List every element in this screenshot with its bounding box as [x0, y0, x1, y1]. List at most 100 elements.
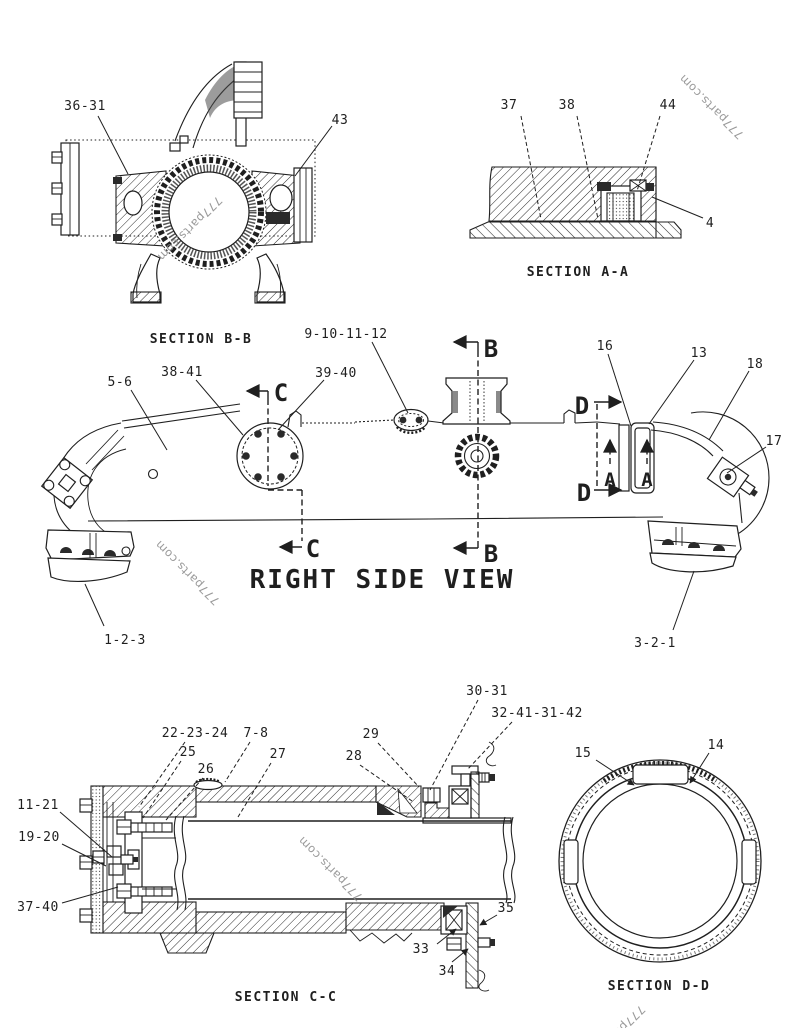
cc-cap-block-bottom [102, 901, 197, 934]
label-34: 34 [439, 964, 456, 979]
leader-38 [576, 115, 599, 220]
bolt-flange [236, 422, 304, 490]
label-33: 33 [413, 942, 430, 957]
dd-inner-ring [572, 773, 748, 949]
link-end-17 [706, 456, 758, 498]
label-5-6: 5-6 [108, 375, 133, 390]
label-35: 35 [498, 901, 515, 916]
label-3-2-1: 3-2-1 [634, 636, 676, 651]
section-bb-caption: SECTION B-B [150, 332, 253, 347]
yoke-legs [130, 253, 286, 304]
cc-top-fitting [448, 741, 497, 819]
cc-cap-block-top [102, 785, 197, 818]
label-22-23-24: 22-23-24 [162, 726, 229, 741]
label-30-31: 30-31 [466, 684, 508, 699]
cc-bottom-fitting [440, 902, 495, 992]
section-cc-caption: SECTION C-C [235, 990, 338, 1005]
dd-slot-top [632, 764, 689, 785]
right-side-view: C C B B D D A A [40, 327, 783, 651]
clevis-block [233, 61, 263, 119]
cut-letter-d-bottom: D [577, 479, 591, 507]
cut-letter-c-bottom: C [306, 535, 320, 563]
section-bb-view: 777parts.com 36-31 43 SECTION B-B [51, 61, 349, 347]
steering-rod-18 [652, 421, 724, 452]
left-foot-bracket [45, 529, 135, 583]
right-foot-bracket [647, 520, 742, 573]
label-28: 28 [346, 749, 363, 764]
leader-43 [294, 125, 333, 177]
label-4: 4 [706, 216, 714, 231]
label-1-2-3: 1-2-3 [104, 633, 146, 648]
cut-letter-b-top: B [484, 335, 498, 363]
label-25: 25 [180, 745, 197, 760]
watermark: 777parts.com [152, 538, 223, 609]
cut-line-a: A A [603, 438, 654, 491]
label-15: 15 [575, 746, 592, 761]
label-29: 29 [363, 727, 380, 742]
dd-slot-right [741, 839, 757, 885]
label-16: 16 [597, 339, 614, 354]
dd-outer-ring [558, 759, 762, 963]
leader-15 [595, 759, 635, 786]
left-cap-bolts [51, 151, 63, 226]
knuckle-hub [151, 154, 267, 270]
cut-line-d: D D [575, 392, 623, 507]
label-37-40: 37-40 [17, 900, 59, 915]
cut-line-b: B B [452, 335, 498, 568]
leader-36-31 [97, 115, 129, 175]
label-37: 37 [501, 98, 518, 113]
label-44: 44 [660, 98, 677, 113]
aa-base-plate [469, 221, 682, 239]
steering-arm [169, 61, 263, 152]
watermark: 777parts.com [295, 834, 366, 905]
label-39-40: 39-40 [315, 366, 357, 381]
dd-slot-left [563, 839, 579, 885]
cc-leaders [59, 699, 513, 963]
cut-letter-a-right: A [641, 469, 653, 491]
clamp-part [393, 408, 429, 435]
phantom-tube-outline [65, 139, 316, 237]
label-13: 13 [691, 346, 708, 361]
section-cc-view: 22-23-24 7-8 25 26 27 28 29 30-31 32-41-… [17, 684, 583, 1005]
dd-bore [582, 783, 738, 939]
label-7-8: 7-8 [244, 726, 269, 741]
right-side-view-title: RIGHT SIDE VIEW [250, 565, 515, 595]
cc-mount-bolts [79, 798, 93, 923]
trunnion-beam [87, 403, 664, 522]
cc-retainer-30-31 [422, 787, 441, 803]
label-32-41-31-42: 32-41-31-42 [491, 706, 583, 721]
label-17: 17 [766, 434, 783, 449]
label-18: 18 [747, 357, 764, 372]
watermark: 777parts.com [676, 72, 747, 143]
section-dd-view: 15 14 SECTION D-D 777parts.com [558, 738, 762, 1028]
label-43: 43 [332, 113, 349, 128]
cc-bottom-lug [159, 932, 215, 954]
label-38-41: 38-41 [161, 365, 203, 380]
watermark: 777parts.com [578, 1003, 649, 1028]
center-bracket [442, 377, 511, 425]
leader-37 [520, 115, 542, 220]
toothed-hub [454, 433, 500, 479]
cc-barrel-bottom [195, 911, 347, 934]
cut-letter-c-top: C [274, 379, 288, 407]
label-14: 14 [708, 738, 725, 753]
cc-plug-7-8 [193, 777, 223, 791]
section-aa-caption: SECTION A-A [527, 265, 630, 280]
section-dd-caption: SECTION D-D [608, 979, 711, 994]
leader-4 [651, 196, 704, 219]
label-19-20: 19-20 [18, 830, 60, 845]
left-bolt-bracket [40, 456, 94, 510]
label-26: 26 [198, 762, 215, 777]
cc-rod [142, 815, 516, 911]
label-38: 38 [559, 98, 576, 113]
cc-barrel-top [195, 785, 377, 803]
label-27: 27 [270, 747, 287, 762]
cut-line-c: C C [245, 379, 320, 563]
section-aa-view: 37 38 44 4 SECTION A-A 777parts.com [469, 72, 747, 280]
cut-letter-a-left: A [604, 469, 616, 491]
right-boss [251, 167, 313, 247]
right-side-leaders [84, 341, 767, 631]
leader-14 [689, 752, 710, 784]
label-11-21: 11-21 [17, 798, 59, 813]
